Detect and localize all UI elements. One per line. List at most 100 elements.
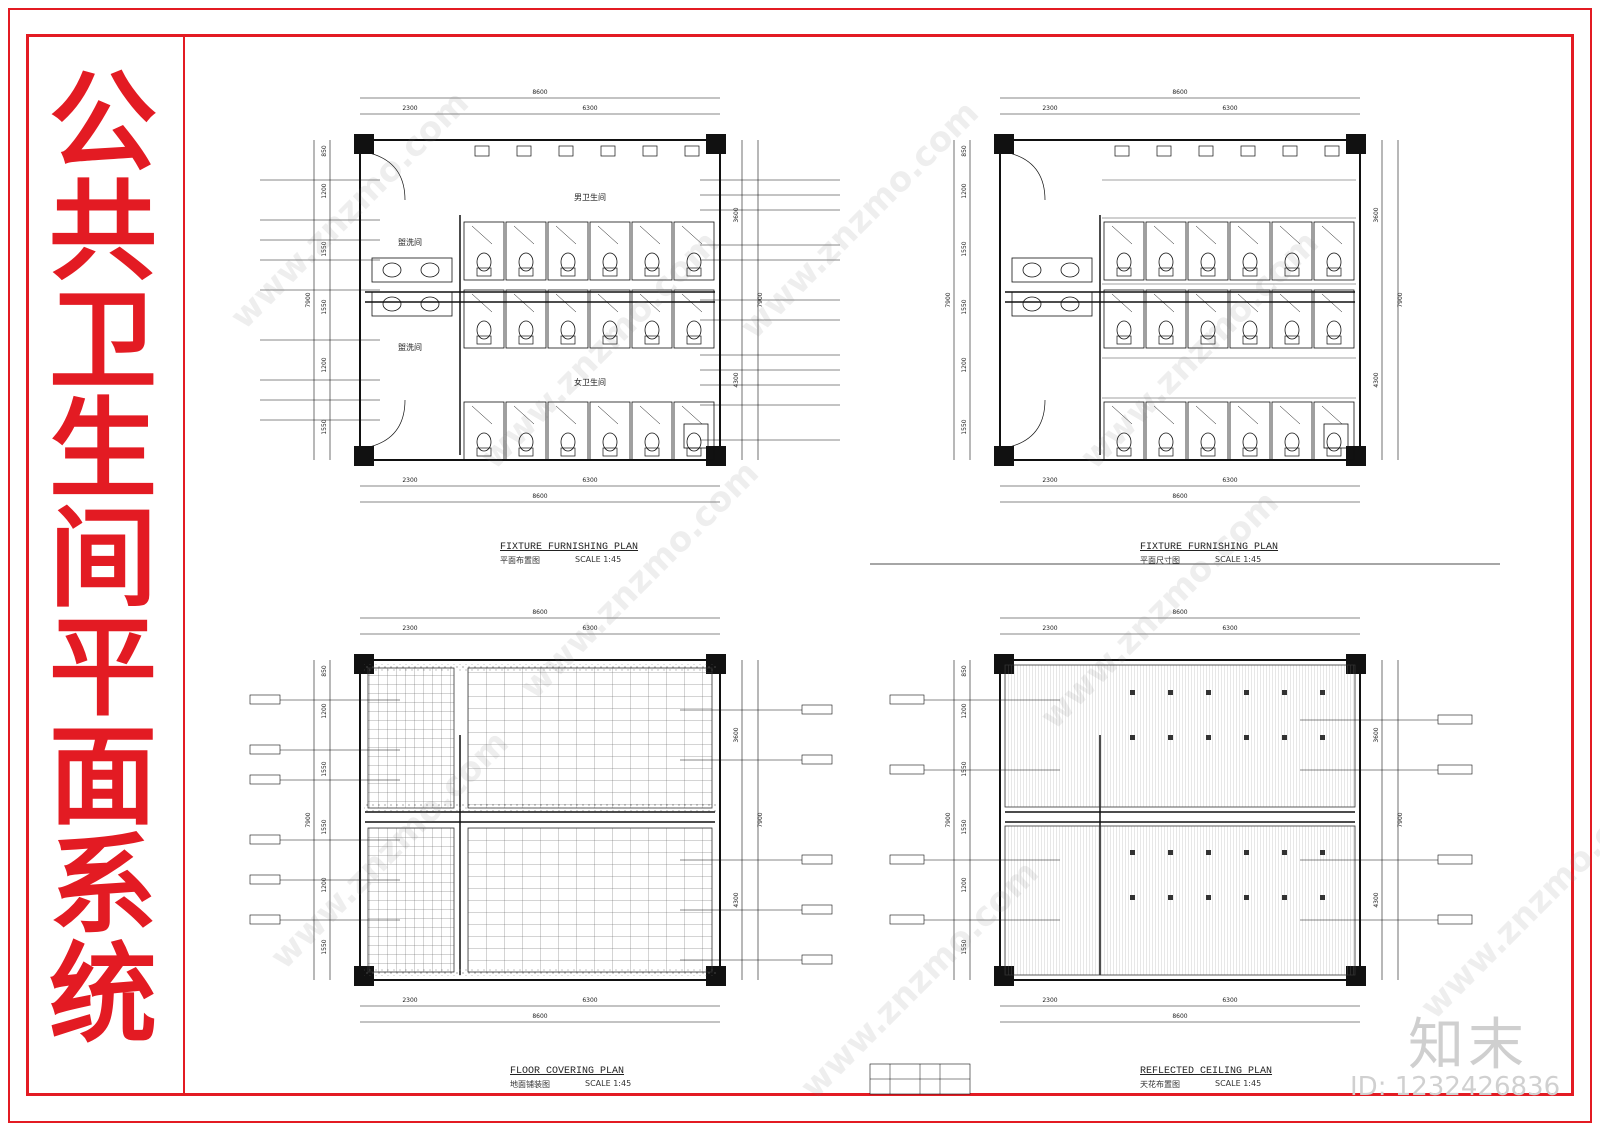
stall xyxy=(463,289,505,349)
material-tag xyxy=(801,754,833,765)
door-swing xyxy=(597,405,619,425)
dim-right: 6300 xyxy=(582,105,597,112)
dim-right-row: 3600 xyxy=(1373,727,1380,742)
dim-row: 1550 xyxy=(321,299,328,314)
title-char: 共 xyxy=(48,170,157,295)
dim-height: 7900 xyxy=(757,812,764,827)
dim-left: 2300 xyxy=(1042,477,1057,484)
light-fixture xyxy=(1320,735,1325,740)
light-fixture xyxy=(1130,690,1135,695)
door-swing xyxy=(1195,293,1217,313)
toilet xyxy=(1116,320,1132,340)
dim-height: 7900 xyxy=(1397,292,1404,307)
toilet xyxy=(476,432,492,452)
vanity-counter xyxy=(371,291,453,317)
dim-row: 1550 xyxy=(321,819,328,834)
urinal xyxy=(516,145,532,157)
title-char: 面 xyxy=(48,715,157,840)
column xyxy=(706,446,726,466)
dim-row: 850 xyxy=(961,665,968,677)
dim-total: 8600 xyxy=(532,89,547,96)
light-fixture xyxy=(1130,895,1135,900)
room-label-washroom: 盥洗间 xyxy=(398,237,422,247)
door-swing xyxy=(1321,293,1343,313)
title-char: 公 xyxy=(48,61,157,186)
dim-total: 8600 xyxy=(1172,493,1187,500)
stall xyxy=(505,221,547,281)
toilet xyxy=(560,432,576,452)
title-char: 间 xyxy=(48,497,157,622)
toilet-tank xyxy=(1242,447,1258,457)
stall xyxy=(1187,221,1229,281)
toilet xyxy=(518,320,534,340)
stall xyxy=(1145,289,1187,349)
door-swing xyxy=(681,225,703,245)
sink xyxy=(1022,262,1042,278)
material-tag xyxy=(249,744,281,755)
toilet-tank xyxy=(560,335,576,345)
column xyxy=(1346,446,1366,466)
dim-row: 1550 xyxy=(961,819,968,834)
dim-row: 850 xyxy=(321,665,328,677)
plan-subtitle: 天花布置图 xyxy=(1140,1080,1180,1089)
light-fixture xyxy=(1244,895,1249,900)
dim-row: 1550 xyxy=(321,419,328,434)
material-tag xyxy=(801,954,833,965)
toilet-tank xyxy=(644,335,660,345)
toilet xyxy=(1326,252,1342,272)
dim-height: 7900 xyxy=(305,292,312,307)
door-swing xyxy=(555,225,577,245)
dim-row: 1550 xyxy=(321,939,328,954)
title-column-divider xyxy=(183,37,185,1093)
door-swing xyxy=(681,293,703,313)
plan-title: FIXTURE FURNISHING PLAN xyxy=(1140,542,1279,553)
light-fixture xyxy=(1130,735,1135,740)
stall xyxy=(1187,401,1229,461)
door-swing xyxy=(1111,225,1133,245)
material-tag xyxy=(249,694,281,705)
inner-border xyxy=(26,34,1574,1096)
door-swing xyxy=(639,293,661,313)
toilet-tank xyxy=(1158,447,1174,457)
urinal xyxy=(1240,145,1256,157)
dim-row: 850 xyxy=(961,145,968,157)
door-swing xyxy=(555,293,577,313)
urinal xyxy=(474,145,490,157)
outer-wall xyxy=(359,139,721,461)
title-char: 生 xyxy=(48,388,157,513)
light-fixture xyxy=(1244,690,1249,695)
sink xyxy=(1060,296,1080,312)
stall xyxy=(1229,289,1271,349)
door-swing xyxy=(1237,405,1259,425)
toilet xyxy=(1158,320,1174,340)
light-fixture xyxy=(1206,690,1211,695)
watermark-logo: 知末 xyxy=(1408,1013,1528,1078)
toilet-tank xyxy=(1158,335,1174,345)
door-arc xyxy=(364,151,406,201)
sink xyxy=(420,296,440,312)
dim-total: 8600 xyxy=(532,1013,547,1020)
toilet xyxy=(518,252,534,272)
urinal xyxy=(558,145,574,157)
toilet-tank xyxy=(476,267,492,277)
toilet-tank xyxy=(602,267,618,277)
stall xyxy=(589,401,631,461)
door-swing xyxy=(1237,293,1259,313)
door-swing xyxy=(471,405,493,425)
plan-title: FLOOR COVERING PLAN xyxy=(510,1066,625,1077)
title-char: 卫 xyxy=(48,279,157,404)
stall xyxy=(1271,289,1313,349)
plan-subtitle: 平面尺寸图 xyxy=(1140,556,1180,565)
ceiling-panel xyxy=(1004,664,1356,808)
toilet-tank xyxy=(1158,267,1174,277)
dim-right: 6300 xyxy=(582,477,597,484)
dim-row: 1550 xyxy=(961,419,968,434)
toilet-tank xyxy=(1326,447,1342,457)
dim-left: 2300 xyxy=(402,625,417,632)
tile-area xyxy=(367,827,455,973)
toilet-tank xyxy=(476,447,492,457)
door-swing xyxy=(555,405,577,425)
urinal xyxy=(684,145,700,157)
dim-right-row: 4300 xyxy=(733,372,740,387)
dim-right-row: 3600 xyxy=(1373,207,1380,222)
